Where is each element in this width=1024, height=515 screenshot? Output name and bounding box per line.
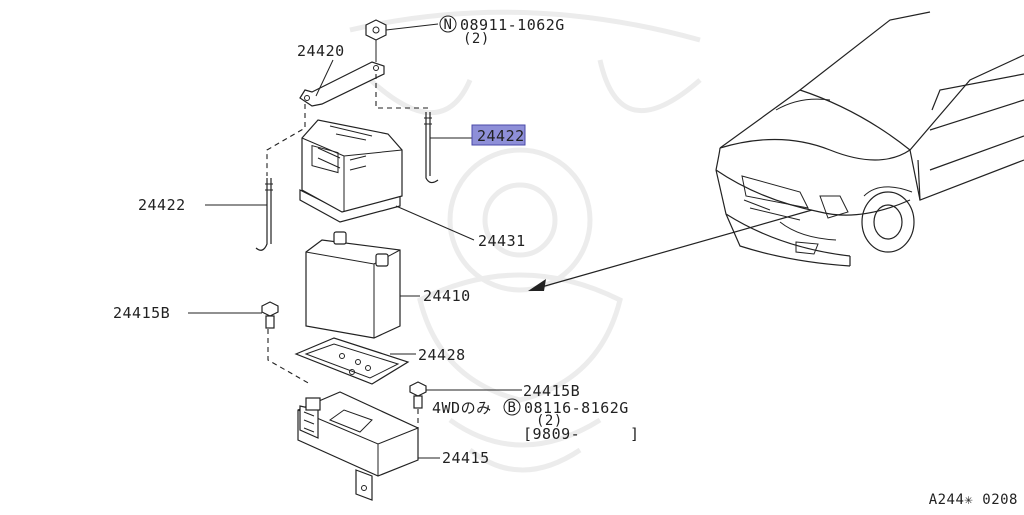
battery-part <box>305 231 420 339</box>
rod-right-part <box>424 112 474 184</box>
nut-number-label: 08911-1062G <box>460 16 565 34</box>
bolt-left-part <box>188 301 279 329</box>
bolt-number-label: 08116-8162G <box>524 399 629 417</box>
cover-part <box>299 119 475 241</box>
rod-right-highlight <box>471 124 526 146</box>
tray-label: 24415 <box>442 449 490 467</box>
guide-line-bolt <box>267 320 311 385</box>
bolt-note-label: 4WDのみ <box>432 399 492 417</box>
bolt-right-label: 24415B <box>523 382 580 400</box>
pad-label: 24428 <box>418 346 466 364</box>
nut-part <box>365 19 439 41</box>
watermark <box>349 9 702 473</box>
battery-label: 24410 <box>423 287 471 305</box>
bolt-code: B <box>508 400 517 416</box>
clamp-bracket-part <box>299 40 385 107</box>
bolt-left-label: 24415B <box>113 304 170 322</box>
vehicle-illustration <box>715 11 1024 267</box>
bolt-code-circle: B <box>503 398 521 416</box>
nut-qty-label: (2) <box>463 31 490 47</box>
rod-left-label: 24422 <box>138 196 186 214</box>
rod-left-part <box>205 178 273 251</box>
bolt-date-label: [9809- <box>523 425 580 443</box>
rod-right-label: 24422 <box>477 127 525 145</box>
bolt-right-part <box>409 381 522 409</box>
nut-code-circle: N <box>439 15 457 33</box>
tray-part <box>297 391 440 501</box>
location-arrow <box>528 209 813 291</box>
guide-line-right <box>375 74 428 109</box>
cover-label: 24431 <box>478 232 526 250</box>
pad-part <box>294 337 416 385</box>
footer-code: A244✳ 0208 <box>929 492 1018 508</box>
nut-code: N <box>444 17 453 33</box>
clamp-bracket-label: 24420 <box>297 42 345 60</box>
bolt-qty-label: (2) <box>536 413 563 429</box>
bolt-date-end-label: ] <box>630 425 640 443</box>
guide-line-left <box>266 104 306 176</box>
